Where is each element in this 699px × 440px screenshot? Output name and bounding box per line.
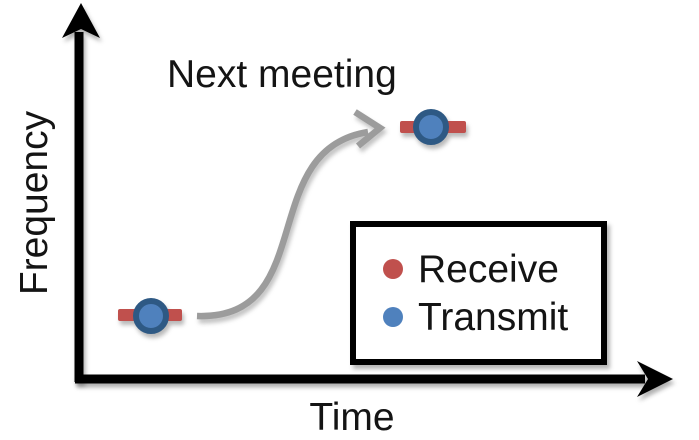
transition-arrow-curve	[196, 128, 369, 320]
transition-arrow	[196, 109, 386, 320]
y-axis-label: Frequency	[13, 110, 56, 296]
legend-item-transmit: Transmit	[383, 298, 601, 337]
y-axis-arrowhead-icon	[62, 3, 100, 38]
x-axis-arrowhead-icon	[637, 361, 673, 397]
transmit-marker-icon	[133, 298, 169, 334]
legend-item-receive: Receive	[383, 250, 601, 289]
x-axis	[75, 361, 673, 397]
transmit-marker-icon	[413, 109, 449, 145]
legend-box: Receive Transmit	[350, 221, 607, 365]
meeting-point-current	[118, 298, 182, 334]
legend-label-transmit: Transmit	[418, 295, 569, 339]
next-meeting-annotation: Next meeting	[167, 53, 397, 96]
meeting-point-next	[400, 109, 466, 145]
legend-label-receive: Receive	[418, 247, 559, 291]
transition-arrowhead-icon	[353, 109, 386, 149]
y-axis	[62, 3, 100, 382]
receive-dot-icon	[383, 259, 403, 279]
transmit-dot-icon	[383, 307, 403, 327]
x-axis-label: Time	[309, 396, 395, 439]
